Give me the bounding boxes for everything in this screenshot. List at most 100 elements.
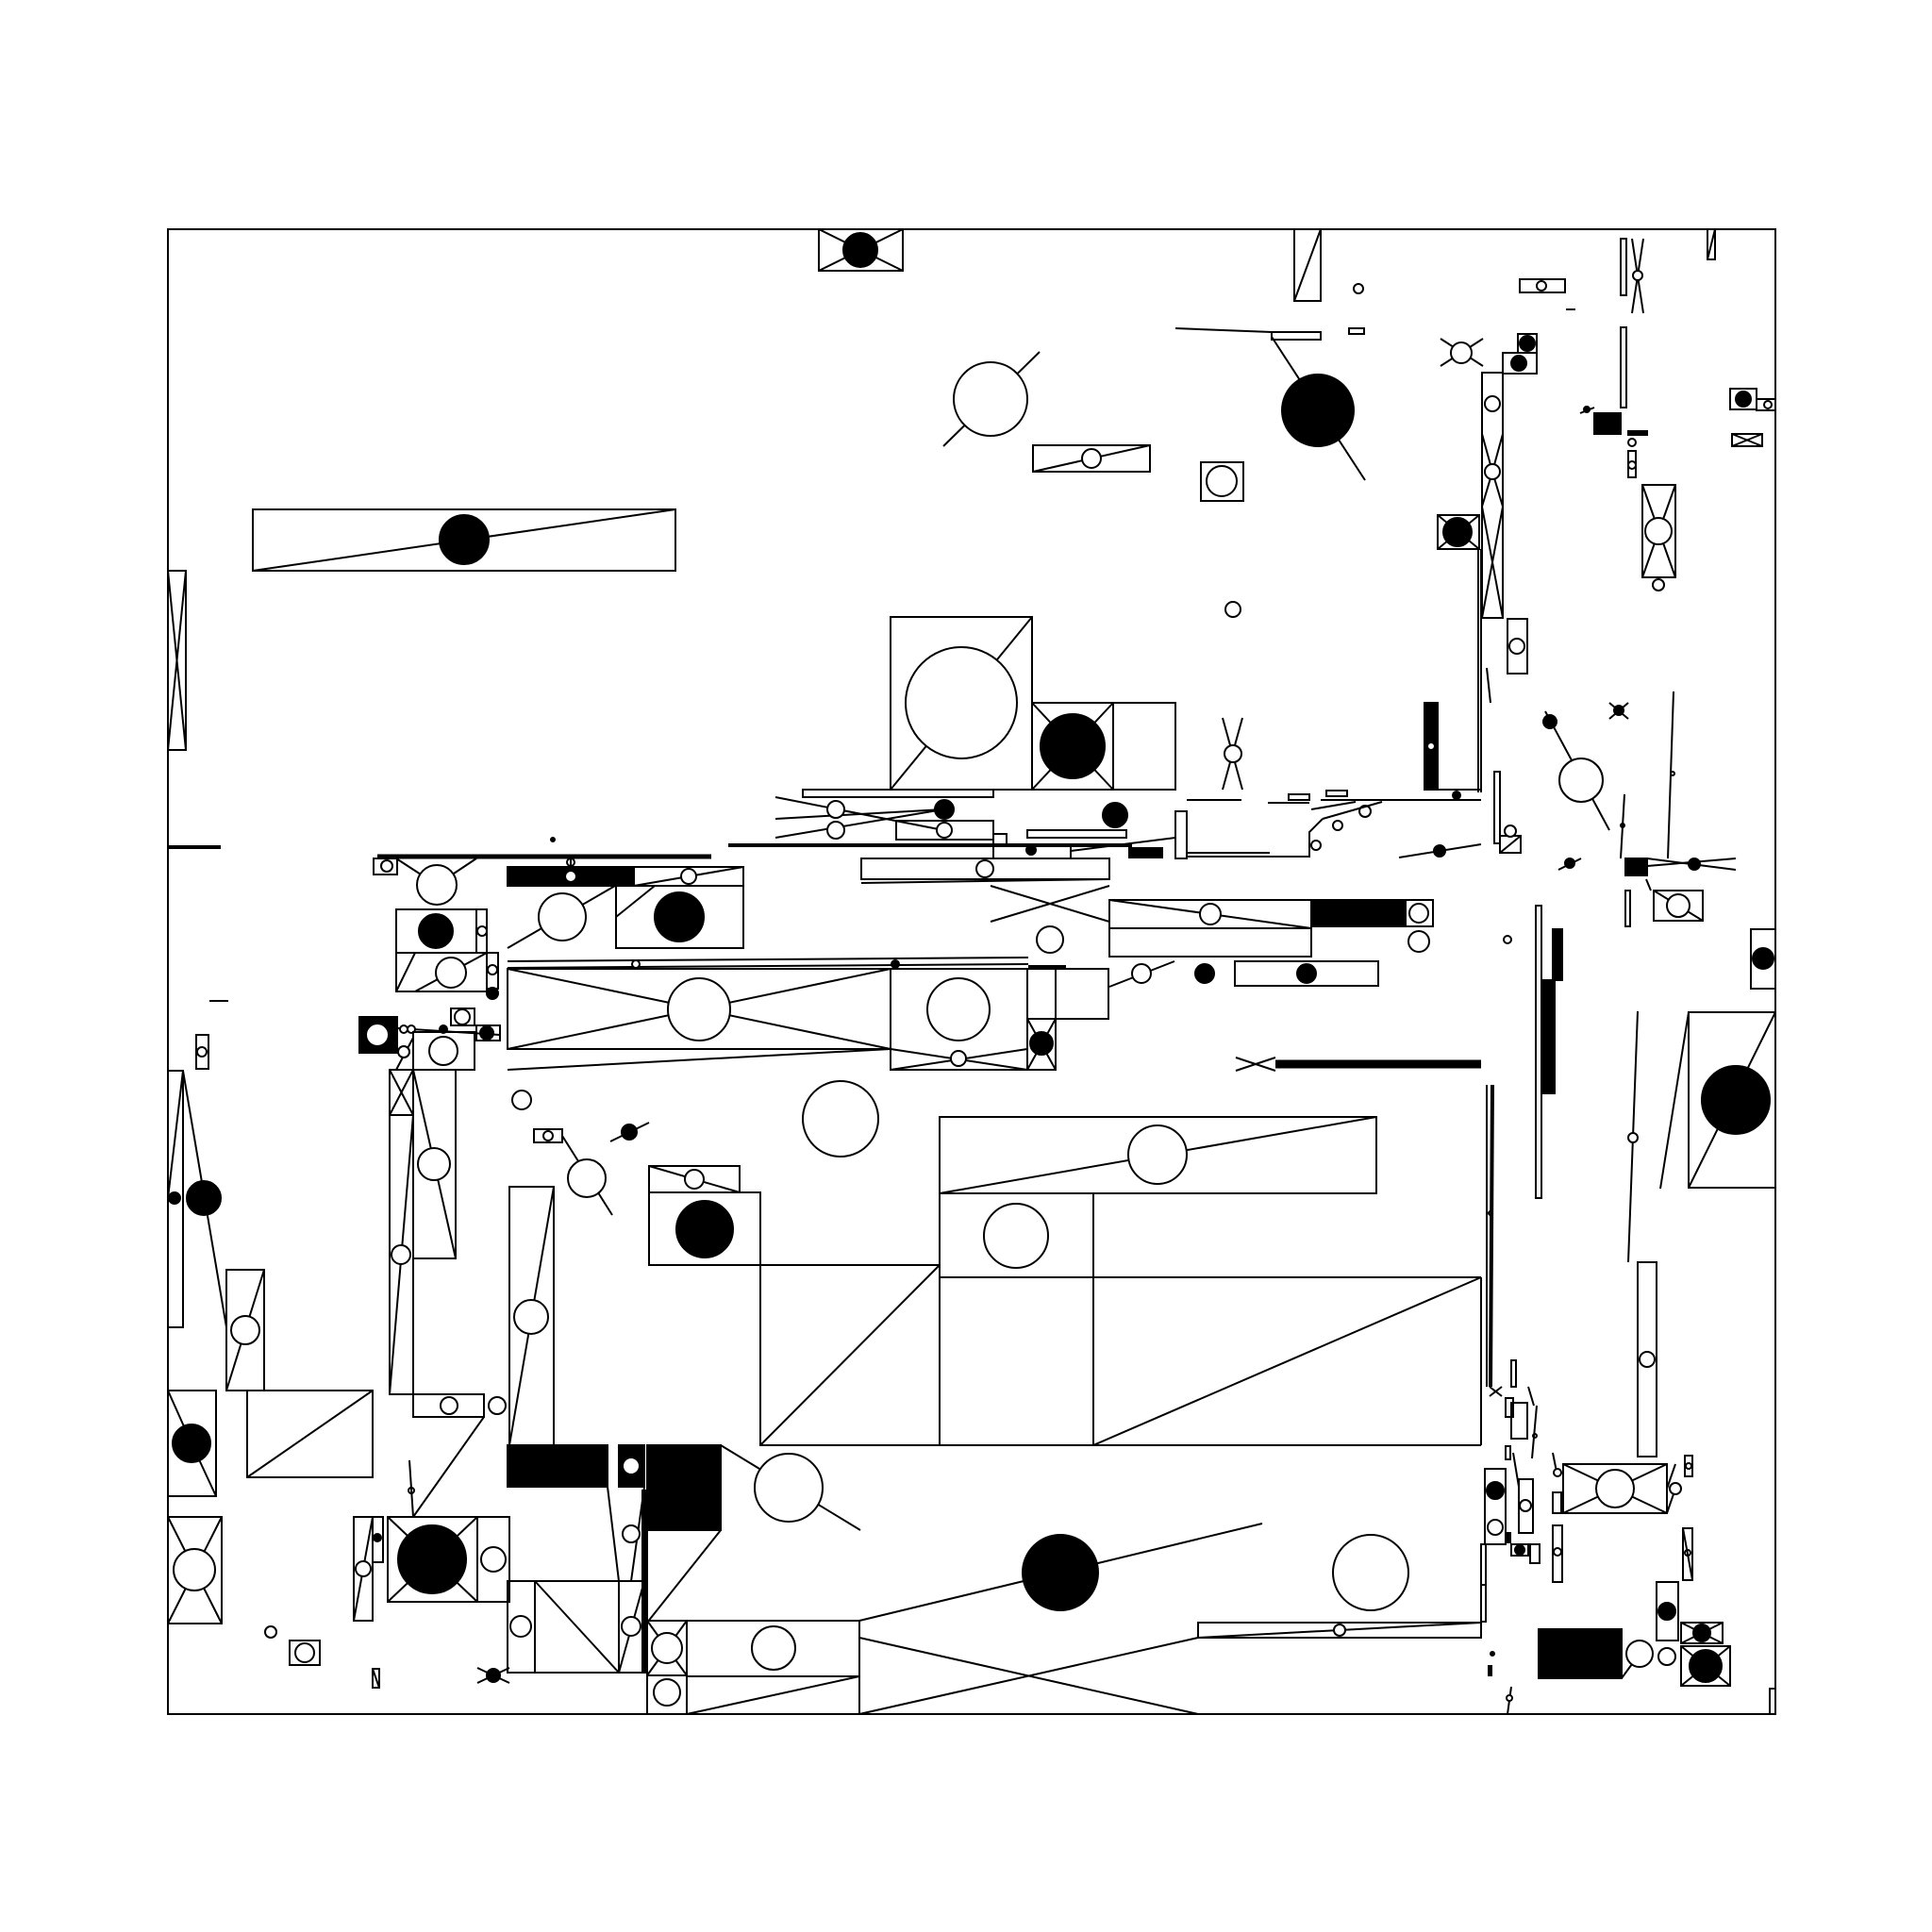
thin-box xyxy=(1293,228,1322,302)
small-node xyxy=(1488,1210,1493,1216)
fan-line xyxy=(774,808,944,839)
black-bar xyxy=(1310,899,1407,927)
tiny-slot xyxy=(372,1668,380,1689)
tiny-tab xyxy=(1552,1491,1562,1514)
slim-box xyxy=(1552,1524,1563,1583)
dot xyxy=(1102,802,1128,828)
wide-box xyxy=(1093,1193,1481,1445)
small-node xyxy=(264,1625,277,1639)
dot xyxy=(1040,713,1106,779)
dot xyxy=(1689,1649,1723,1683)
tiny-node xyxy=(380,859,393,873)
small-box xyxy=(475,1024,501,1041)
tiny-box xyxy=(1505,1397,1514,1418)
bar-line xyxy=(860,878,1110,884)
slim-box xyxy=(1682,1527,1693,1581)
small-bar-node xyxy=(1032,444,1151,473)
small-box xyxy=(450,1008,475,1026)
bar-hole xyxy=(564,870,577,883)
box-node xyxy=(1519,1499,1532,1512)
box-node xyxy=(684,1169,705,1190)
big-ring xyxy=(1332,1534,1409,1611)
black-bar-row xyxy=(507,837,744,949)
box-node xyxy=(667,977,731,1041)
thin-line xyxy=(1489,1084,1494,1388)
black-block xyxy=(1538,1628,1623,1679)
open-node xyxy=(1484,395,1501,412)
black-strip xyxy=(641,1490,648,1674)
tall-box xyxy=(1484,1468,1507,1545)
bar-node xyxy=(1081,448,1102,469)
box-node xyxy=(1639,1351,1656,1368)
cross-line xyxy=(858,1637,1199,1715)
spike-line xyxy=(167,1070,184,1199)
vertical-bars-right xyxy=(1486,905,1776,1388)
box-node xyxy=(1644,517,1673,545)
box-node xyxy=(651,1632,683,1664)
open-circle-connector xyxy=(942,351,1041,447)
dot xyxy=(1564,858,1575,869)
stalk-line xyxy=(1659,1011,1690,1190)
hourglass-box xyxy=(167,1516,223,1624)
big-ring xyxy=(905,646,1018,759)
band-line xyxy=(507,957,1029,962)
box xyxy=(167,1390,217,1497)
top-center-box-group xyxy=(818,228,904,272)
small-node xyxy=(408,1487,415,1494)
thin-slot xyxy=(1624,890,1631,927)
small-node xyxy=(1408,903,1429,924)
small-mark xyxy=(1645,878,1652,891)
dot xyxy=(675,1200,734,1258)
bar-node xyxy=(1536,280,1547,291)
center-big-frames xyxy=(939,1116,1482,1446)
small-slot xyxy=(372,1516,384,1563)
stem-line xyxy=(1486,667,1491,704)
tall-box xyxy=(1637,1261,1657,1457)
open-node xyxy=(1657,1647,1676,1666)
dot xyxy=(654,891,705,942)
small-tag xyxy=(1288,793,1310,801)
stem-bar xyxy=(1620,238,1627,296)
dot-box xyxy=(1437,514,1480,550)
thin-tab xyxy=(1627,430,1648,436)
connector-line xyxy=(1174,327,1273,333)
open-bar xyxy=(895,820,994,841)
open-node xyxy=(1036,925,1064,954)
box xyxy=(1688,1011,1776,1189)
cross-line xyxy=(167,570,187,751)
thin-diagonal xyxy=(1293,228,1322,302)
band-line xyxy=(507,1048,891,1071)
ring xyxy=(1666,893,1690,918)
link-line xyxy=(412,1416,485,1518)
thin-bar xyxy=(802,789,994,798)
dot xyxy=(1657,1602,1676,1621)
dot xyxy=(1490,1651,1495,1657)
tall-tab xyxy=(1493,771,1501,844)
tiny-diagonal xyxy=(1707,228,1716,260)
small-box xyxy=(1510,1402,1528,1440)
dot xyxy=(1510,355,1527,372)
ring-circle xyxy=(294,1642,315,1663)
box-node xyxy=(428,1036,458,1066)
small-node xyxy=(488,1396,507,1415)
dot xyxy=(1194,963,1215,984)
dot xyxy=(1688,858,1701,871)
tall-box xyxy=(1518,1478,1534,1534)
bar-box xyxy=(252,508,676,572)
big-ring xyxy=(802,1080,879,1158)
bar-node xyxy=(439,514,490,565)
small-bar xyxy=(1519,278,1566,293)
dot xyxy=(1613,705,1624,716)
small-node xyxy=(1627,460,1637,470)
small-node xyxy=(1763,400,1773,409)
open-node xyxy=(1131,963,1152,984)
link-line xyxy=(607,1486,620,1582)
tiny-tab xyxy=(1507,1532,1511,1543)
bar-node xyxy=(1333,1624,1346,1637)
dot xyxy=(891,959,900,969)
open-circle xyxy=(953,361,1028,437)
cross-line xyxy=(990,885,1110,923)
bottom-left-node-group xyxy=(353,1516,510,1684)
small-node xyxy=(1620,823,1625,828)
